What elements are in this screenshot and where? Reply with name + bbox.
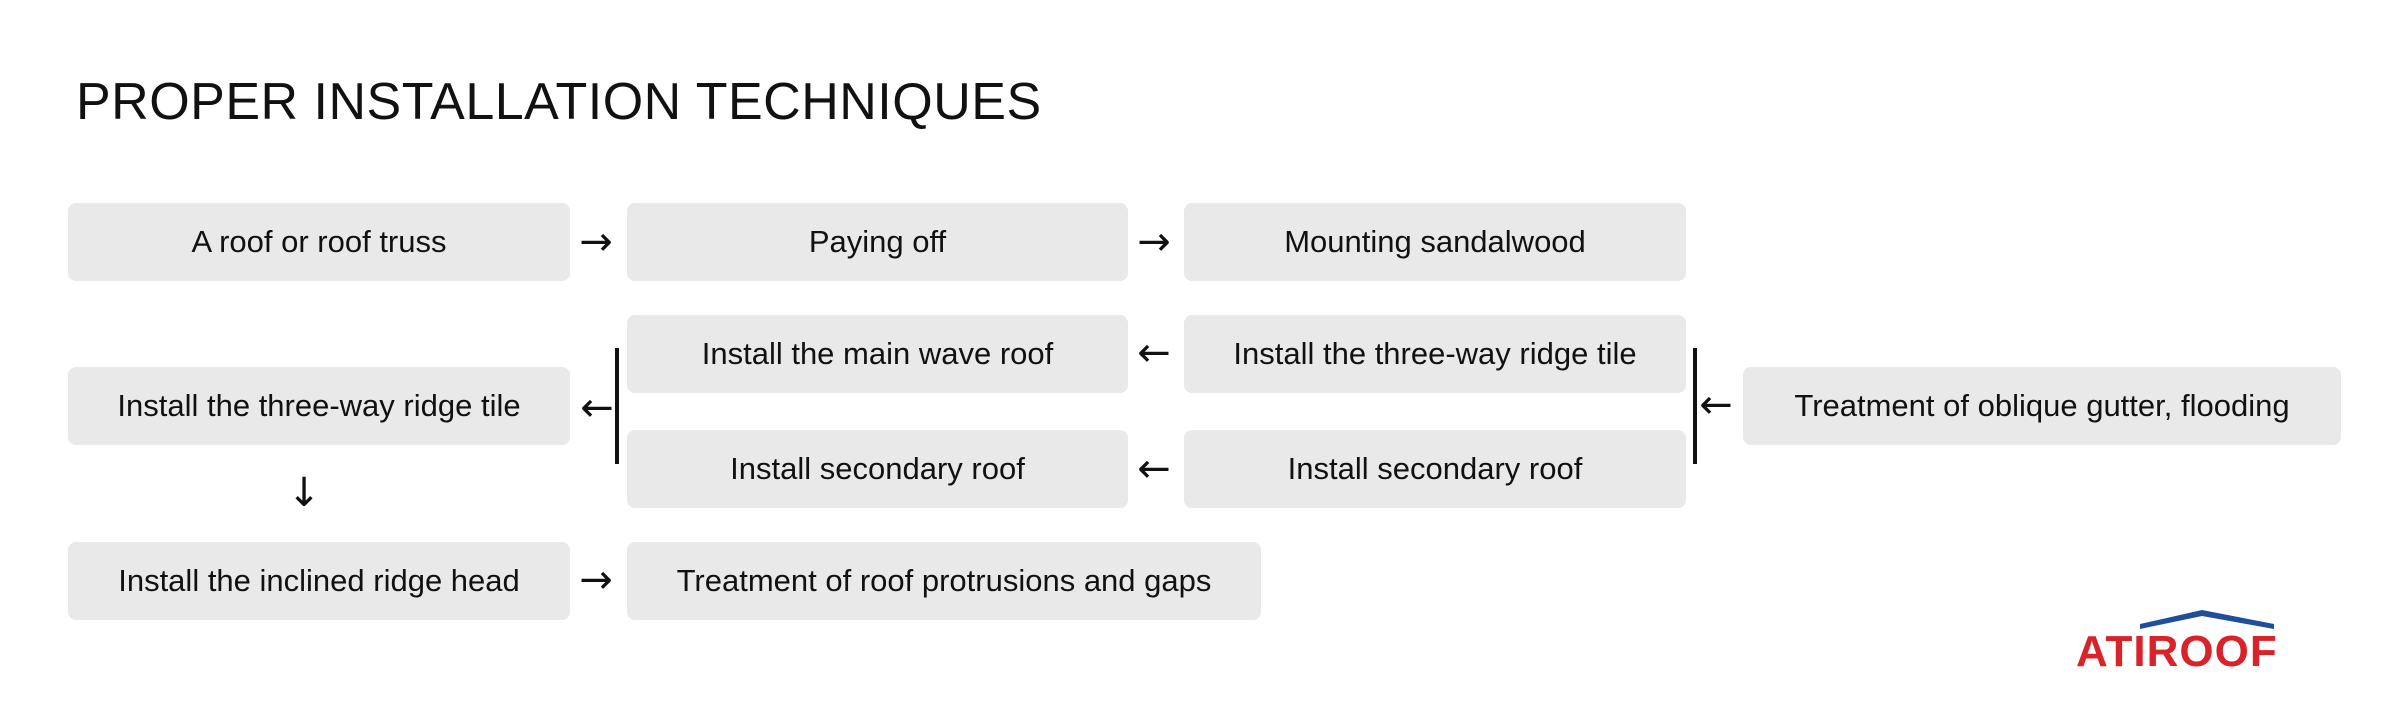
step-mounting-sandalwood: Mounting sandalwood (1184, 203, 1686, 281)
bracket-bar-left (615, 348, 619, 464)
arrow-left-icon: ← (1137, 330, 1171, 376)
arrow-left-icon: ← (580, 385, 614, 431)
logo-text: ATIROOF (2076, 627, 2278, 672)
arrow-down-icon: ↓ (287, 470, 321, 516)
arrow-left-icon: ← (1137, 446, 1171, 492)
bracket-bar-right (1693, 348, 1697, 464)
step-three-way-ridge-tile-right: Install the three-way ridge tile (1184, 315, 1686, 393)
arrow-right-icon: → (1137, 219, 1171, 265)
step-oblique-gutter: Treatment of oblique gutter, flooding (1743, 367, 2341, 445)
arrow-left-icon: ← (1699, 382, 1733, 428)
step-roof-truss: A roof or roof truss (68, 203, 570, 281)
step-three-way-ridge-tile-left: Install the three-way ridge tile (68, 367, 570, 445)
step-main-wave-roof: Install the main wave roof (627, 315, 1128, 393)
step-paying-off: Paying off (627, 203, 1128, 281)
arrow-right-icon: → (579, 557, 613, 603)
logo-roof-icon (2140, 610, 2274, 629)
step-inclined-ridge-head: Install the inclined ridge head (68, 542, 570, 620)
arrow-right-icon: → (579, 219, 613, 265)
atiroof-logo: ATIROOF (2076, 610, 2278, 672)
step-secondary-roof-right: Install secondary roof (1184, 430, 1686, 508)
step-roof-protrusions: Treatment of roof protrusions and gaps (627, 542, 1261, 620)
step-secondary-roof-left: Install secondary roof (627, 430, 1128, 508)
page-title: PROPER INSTALLATION TECHNIQUES (76, 73, 1042, 131)
